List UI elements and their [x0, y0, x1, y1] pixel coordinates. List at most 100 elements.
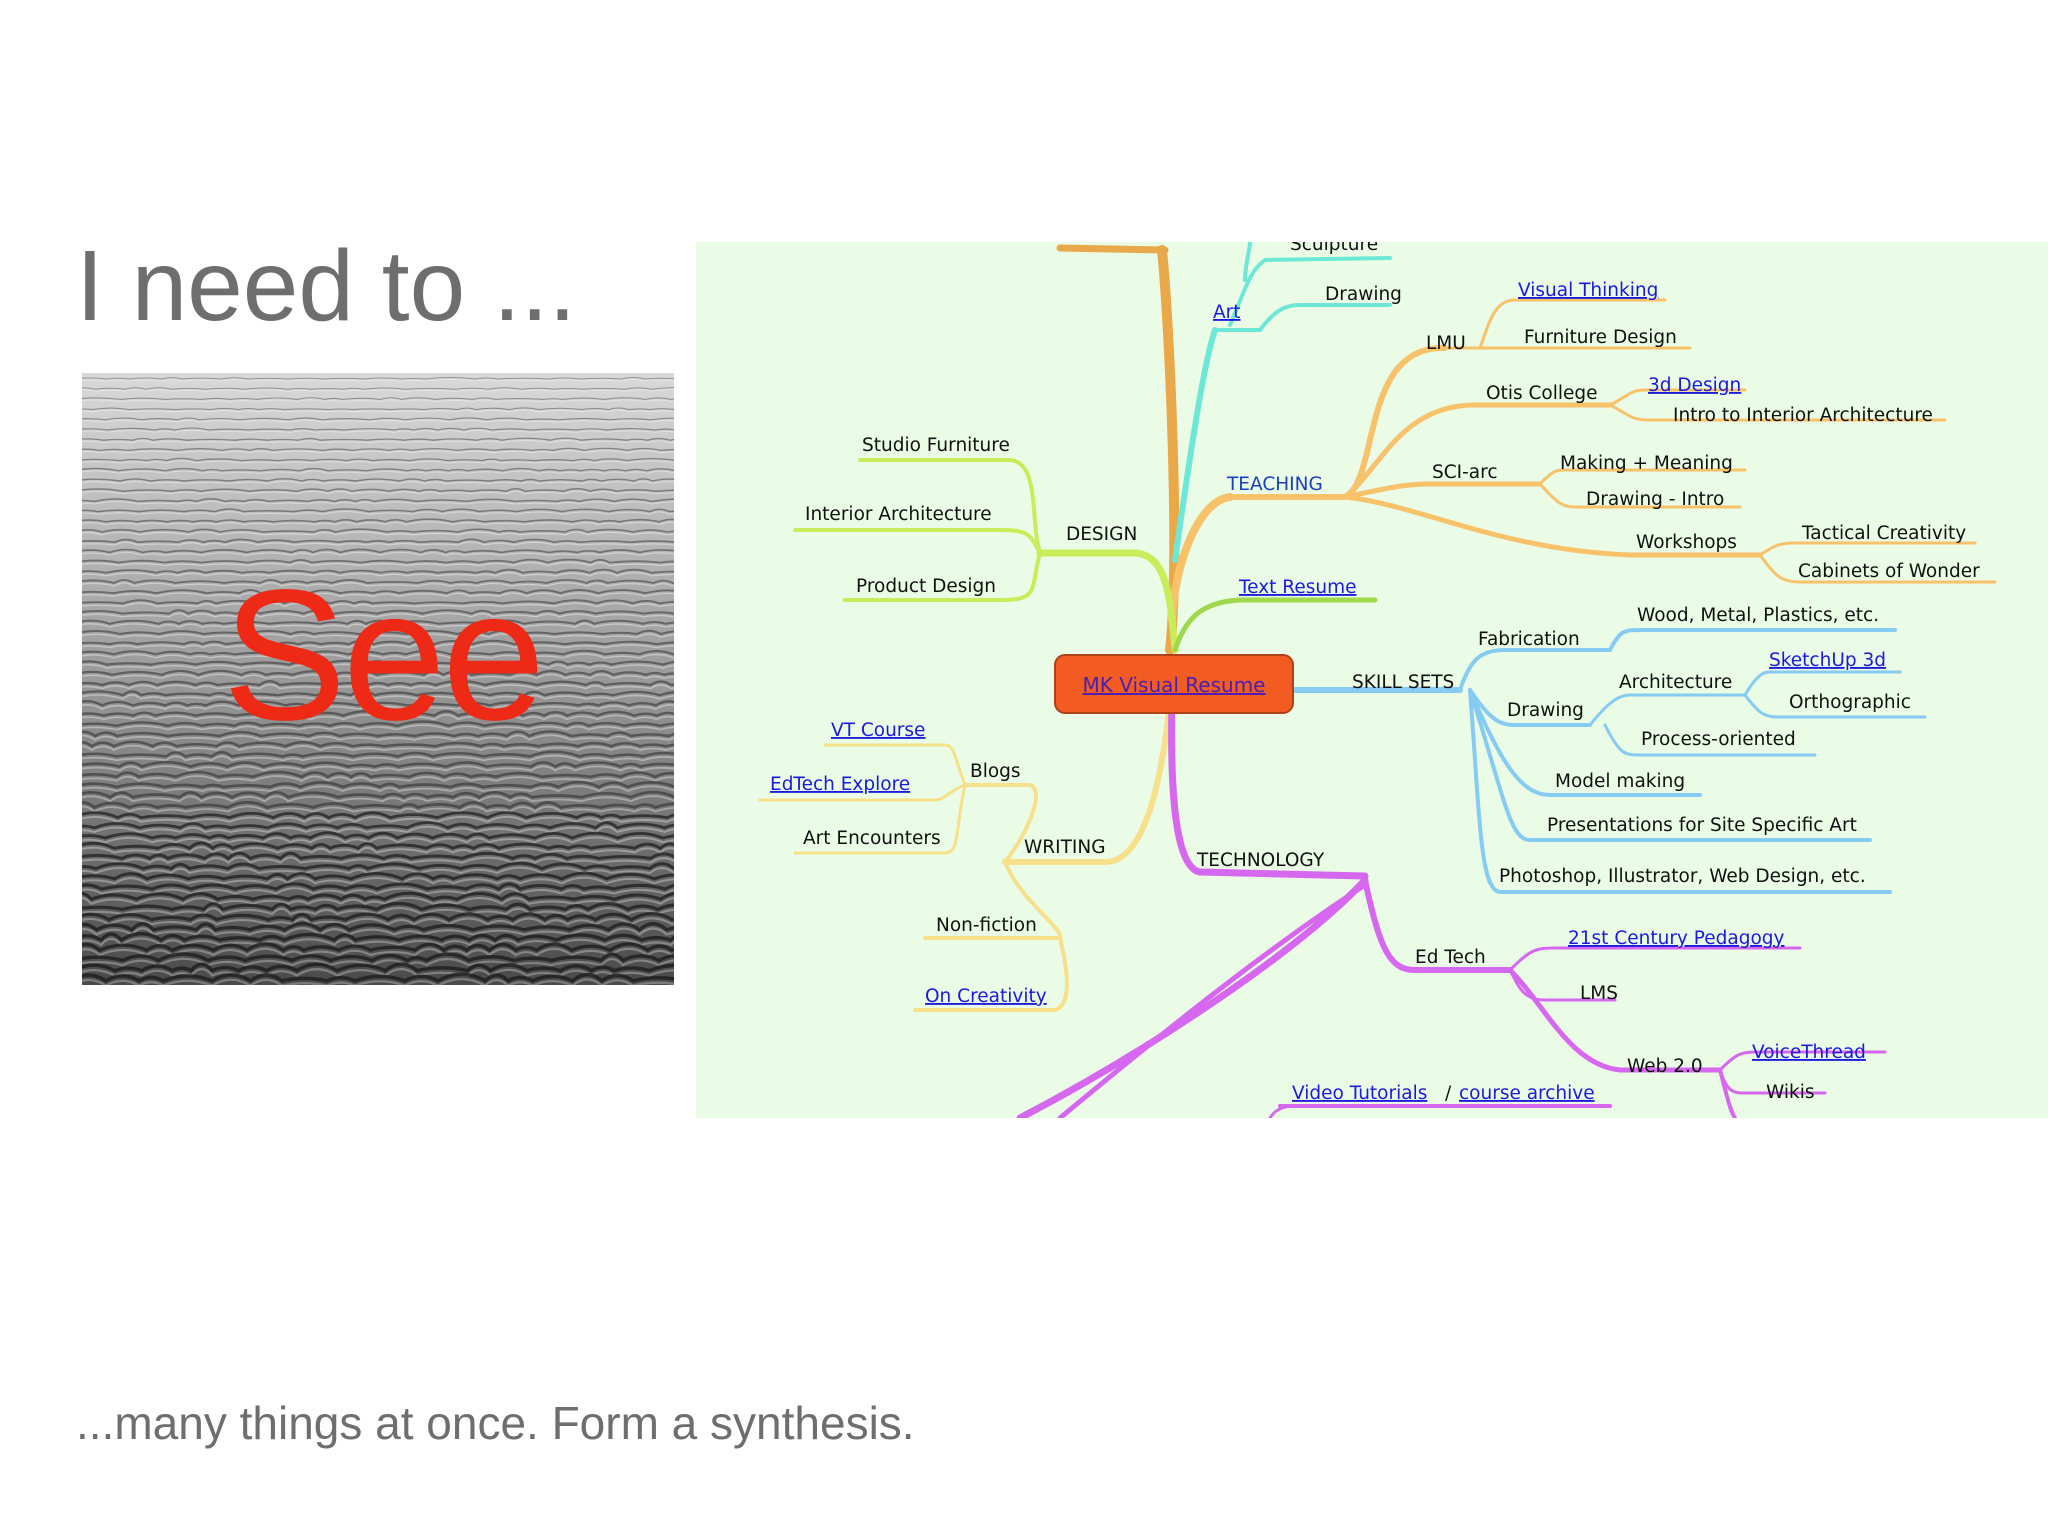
wave-shadow-stroke — [82, 790, 674, 799]
wave-highlight-stroke — [82, 490, 674, 495]
wave-shadow-stroke — [82, 811, 674, 820]
node-21st-century-pedagogy[interactable]: 21st Century Pedagogy — [1568, 928, 1785, 949]
wave-shadow-stroke — [82, 659, 674, 666]
wave-highlight-stroke — [82, 622, 674, 628]
wave-highlight-stroke — [82, 500, 674, 505]
wave-highlight-stroke — [82, 663, 674, 669]
wave-highlight-stroke — [82, 440, 674, 444]
see-overlay-label: See — [222, 552, 546, 759]
wave-highlight-stroke — [82, 896, 674, 905]
wave-highlight-stroke — [82, 754, 674, 762]
node-architecture: Architecture — [1619, 672, 1732, 693]
node-video-separator: / — [1445, 1083, 1452, 1104]
node-wood-metal-plastics: Wood, Metal, Plastics, etc. — [1637, 605, 1879, 626]
mindmap-screenshot: MK Visual Resume Sculpture Art Drawing T… — [696, 242, 2048, 1118]
node-making-meaning: Making + Meaning — [1560, 453, 1733, 474]
wave-shadow-stroke — [82, 932, 674, 943]
wave-highlight-stroke — [82, 683, 674, 690]
node-product-design: Product Design — [856, 576, 996, 597]
node-design: DESIGN — [1066, 524, 1137, 545]
wave-highlight-stroke — [82, 887, 674, 895]
wave-shadow-stroke — [82, 861, 674, 871]
wave-shadow-stroke — [82, 740, 674, 748]
wave-shadow-stroke — [82, 518, 674, 523]
node-video-tutorials[interactable]: Video Tutorials — [1292, 1083, 1427, 1104]
wave-shadow-stroke — [82, 770, 674, 779]
node-art[interactable]: Art — [1213, 302, 1241, 323]
wave-shadow-stroke — [82, 548, 674, 554]
wave-highlight-stroke — [82, 795, 674, 803]
node-model-making: Model making — [1555, 771, 1685, 792]
wave-highlight-stroke — [82, 582, 674, 587]
wave-shadow-stroke — [82, 427, 674, 431]
node-visual-thinking[interactable]: Visual Thinking — [1518, 280, 1658, 301]
node-text-resume[interactable]: Text Resume — [1238, 577, 1356, 598]
wave-highlight-stroke — [82, 592, 674, 597]
node-sketchup-3d[interactable]: SketchUp 3d — [1769, 650, 1886, 671]
node-otis-college: Otis College — [1486, 383, 1598, 404]
node-presentations-site-specific-art: Presentations for Site Specific Art — [1547, 815, 1857, 836]
wave-highlight-stroke — [82, 846, 674, 854]
wave-highlight-stroke — [82, 714, 674, 721]
wave-shadow-stroke — [82, 377, 674, 380]
node-sci-arc: SCI-arc — [1432, 462, 1498, 483]
wave-shadow-stroke — [82, 589, 674, 595]
wave-highlight-stroke — [82, 531, 674, 536]
wave-shadow-stroke — [82, 397, 674, 400]
wave-highlight-stroke — [82, 399, 674, 402]
node-lmu: LMU — [1426, 333, 1466, 354]
wave-shadow-stroke — [82, 952, 674, 963]
wave-shadow-stroke — [82, 690, 674, 697]
slide-footer-caption: ...many things at once. Form a synthesis… — [76, 1397, 915, 1449]
node-3d-design[interactable]: 3d Design — [1648, 375, 1741, 396]
wave-shadow-stroke — [82, 710, 674, 717]
node-on-creativity[interactable]: On Creativity — [925, 986, 1047, 1007]
node-web-2-0: Web 2.0 — [1627, 1056, 1703, 1077]
wave-shadow-stroke — [82, 619, 674, 625]
wave-shadow-stroke — [82, 387, 674, 390]
wave-shadow-stroke — [82, 568, 674, 574]
wave-shadow-stroke — [82, 579, 674, 584]
node-art-encounters: Art Encounters — [803, 828, 941, 849]
node-intro-interior-architecture: Intro to Interior Architecture — [1673, 405, 1933, 426]
node-ed-tech: Ed Tech — [1415, 947, 1486, 968]
node-skills-drawing: Drawing — [1507, 700, 1584, 721]
node-orthographic: Orthographic — [1789, 692, 1911, 713]
node-course-archive[interactable]: course archive — [1459, 1083, 1595, 1104]
wave-highlight-stroke — [82, 744, 674, 752]
wave-shadow-stroke — [82, 558, 674, 564]
node-lms: LMS — [1580, 983, 1618, 1004]
node-voicethread[interactable]: VoiceThread — [1752, 1042, 1866, 1063]
node-process-oriented: Process-oriented — [1641, 729, 1796, 750]
wave-shadow-stroke — [82, 407, 674, 411]
wave-shadow-stroke — [82, 921, 674, 932]
wave-highlight-stroke — [82, 470, 674, 474]
root-node-label[interactable]: MK Visual Resume — [1083, 673, 1266, 697]
wave-shadow-stroke — [82, 851, 674, 861]
wave-shadow-stroke — [82, 760, 674, 769]
wave-highlight-stroke — [82, 775, 674, 782]
node-furniture-design: Furniture Design — [1524, 327, 1677, 348]
node-edtech-explore[interactable]: EdTech Explore — [770, 774, 910, 795]
wave-highlight-stroke — [82, 572, 674, 577]
ocean-waves-image — [82, 373, 674, 985]
wave-highlight-stroke — [82, 917, 674, 926]
wave-highlight-stroke — [82, 602, 674, 608]
wave-shadow-stroke — [82, 841, 674, 851]
node-non-fiction: Non-fiction — [936, 915, 1037, 936]
wave-highlight-stroke — [82, 825, 674, 834]
node-fabrication: Fabrication — [1478, 629, 1580, 650]
wave-shadow-stroke — [82, 780, 674, 789]
node-writing: WRITING — [1024, 837, 1106, 858]
wave-shadow-stroke — [82, 891, 674, 902]
wave-shadow-stroke — [82, 488, 674, 492]
mindmap-root-node[interactable] — [1054, 654, 1294, 714]
wave-highlight-stroke — [82, 643, 674, 649]
ocean-photo: See — [82, 373, 674, 985]
node-vt-course[interactable]: VT Course — [831, 720, 925, 741]
wave-shadow-stroke — [82, 508, 674, 513]
wave-shadow-stroke — [82, 639, 674, 646]
node-drawing-intro: Drawing - Intro — [1586, 489, 1724, 510]
wave-shadow-stroke — [82, 962, 674, 973]
wave-highlight-stroke — [82, 511, 674, 515]
